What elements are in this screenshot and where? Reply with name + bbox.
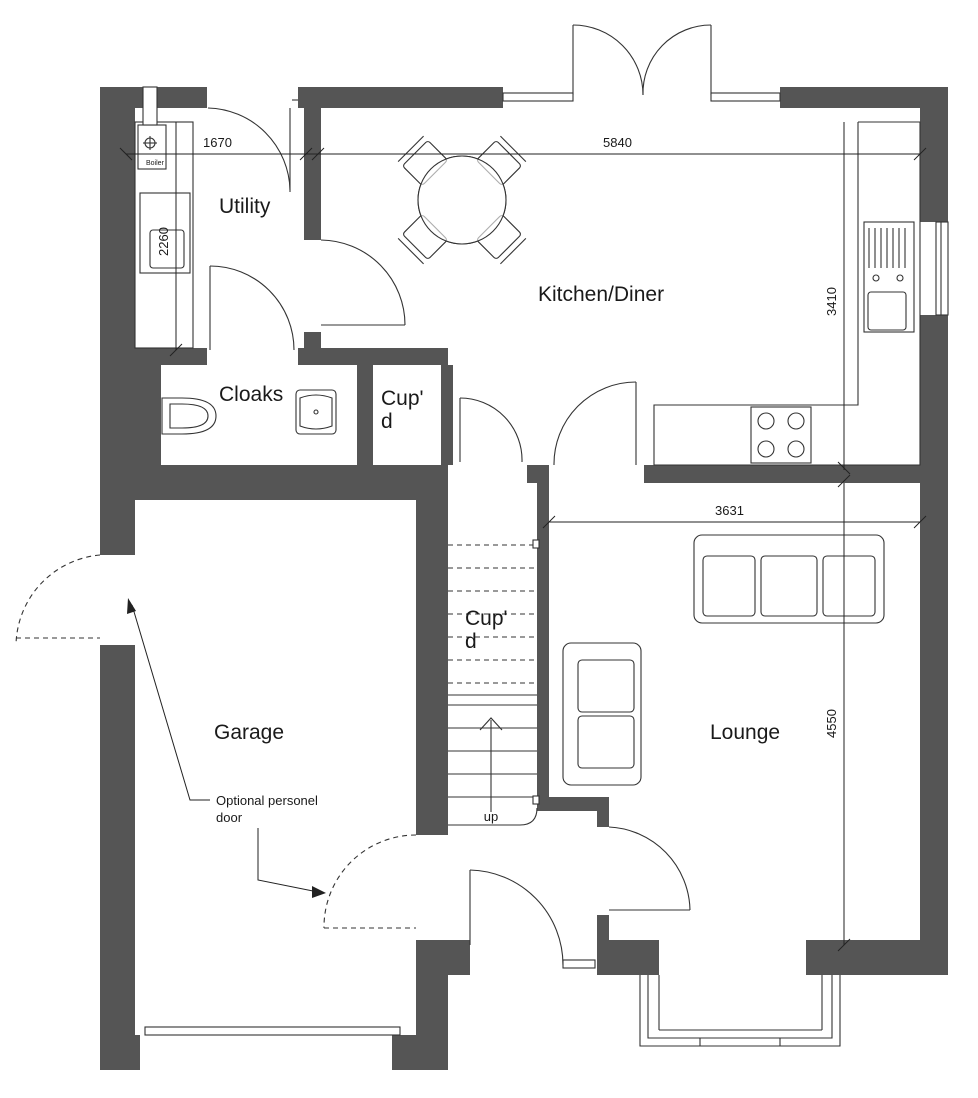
utility-sink <box>139 192 191 274</box>
wall-cupd-right <box>441 365 453 465</box>
kitchen-fixtures <box>397 121 949 466</box>
wall-utility-kitchen <box>304 108 321 240</box>
room-label-cupd-top-2: d <box>381 410 393 433</box>
wall-garage-top-right <box>416 465 448 835</box>
kitchen-window <box>935 221 949 316</box>
wall-garage-top <box>100 465 448 500</box>
room-label-lounge: Lounge <box>710 721 780 744</box>
wall-hall-stub <box>448 940 470 975</box>
wall-bay-right <box>806 940 948 975</box>
doors <box>15 24 781 1036</box>
wall-lounge-left-v <box>537 465 549 800</box>
room-label-kitchen: Kitchen/Diner <box>538 283 664 306</box>
wall-top-left <box>298 87 503 108</box>
sofa-three-seat <box>693 534 885 624</box>
note-personnel-door-line2: door <box>216 810 243 825</box>
sofa-two-seat <box>562 642 642 786</box>
wall-cloaks-left-post <box>135 365 161 465</box>
wall-lounge-left-post <box>597 797 609 827</box>
room-label-cupd-stairs-1: Cup' <box>465 607 508 630</box>
dimension-lines <box>119 122 927 952</box>
wall-right-lower <box>920 315 948 955</box>
bay-window <box>639 975 841 1047</box>
room-label-utility: Utility <box>219 195 271 218</box>
dim-kitchen-depth: 3410 <box>824 287 839 316</box>
cloaks-fixtures <box>161 389 337 435</box>
note-personnel-door-line1: Optional personel <box>216 793 318 808</box>
wall-cloaks-top <box>298 348 448 365</box>
wall-bay-left <box>597 940 659 975</box>
stairs-up-label: up <box>484 809 498 824</box>
garage-door <box>144 1026 401 1036</box>
wall-cloaks-right <box>357 365 373 465</box>
wall-left-lower <box>100 645 135 1070</box>
staircase: up <box>448 539 540 826</box>
room-label-cloaks: Cloaks <box>219 383 283 406</box>
wall-garage-bottom-left <box>100 1035 140 1070</box>
cloaks-basin <box>295 389 337 435</box>
dim-utility-depth: 2260 <box>156 227 171 256</box>
wall-right-upper <box>920 87 948 222</box>
room-label-cupd-top-1: Cup' <box>381 387 424 410</box>
boiler-label: Boiler <box>146 160 165 167</box>
room-label-cupd-stairs-2: d <box>465 630 477 653</box>
walls <box>100 87 948 1070</box>
room-label-garage: Garage <box>214 721 284 744</box>
wall-utility-bottom <box>135 348 207 365</box>
wall-lounge-left-step <box>537 797 609 811</box>
dim-utility-width: 1670 <box>203 135 232 150</box>
wall-garage-right-lower <box>416 940 448 1070</box>
utility-worktop <box>134 121 194 349</box>
wall-top-right <box>780 87 948 108</box>
utility-fixtures: Boiler <box>134 86 194 349</box>
dim-kitchen-width: 5840 <box>603 135 632 150</box>
wall-kitchen-bottom <box>644 465 948 483</box>
lounge-furniture <box>562 534 885 786</box>
kitchen-hob <box>750 406 812 464</box>
dim-lounge-width: 3631 <box>715 503 744 518</box>
kitchen-worktop <box>653 121 921 466</box>
annotation-arrows <box>127 598 326 898</box>
dim-lounge-depth: 4550 <box>824 709 839 738</box>
labels: Utility Kitchen/Diner Cloaks Cup' d Cup'… <box>156 135 839 825</box>
